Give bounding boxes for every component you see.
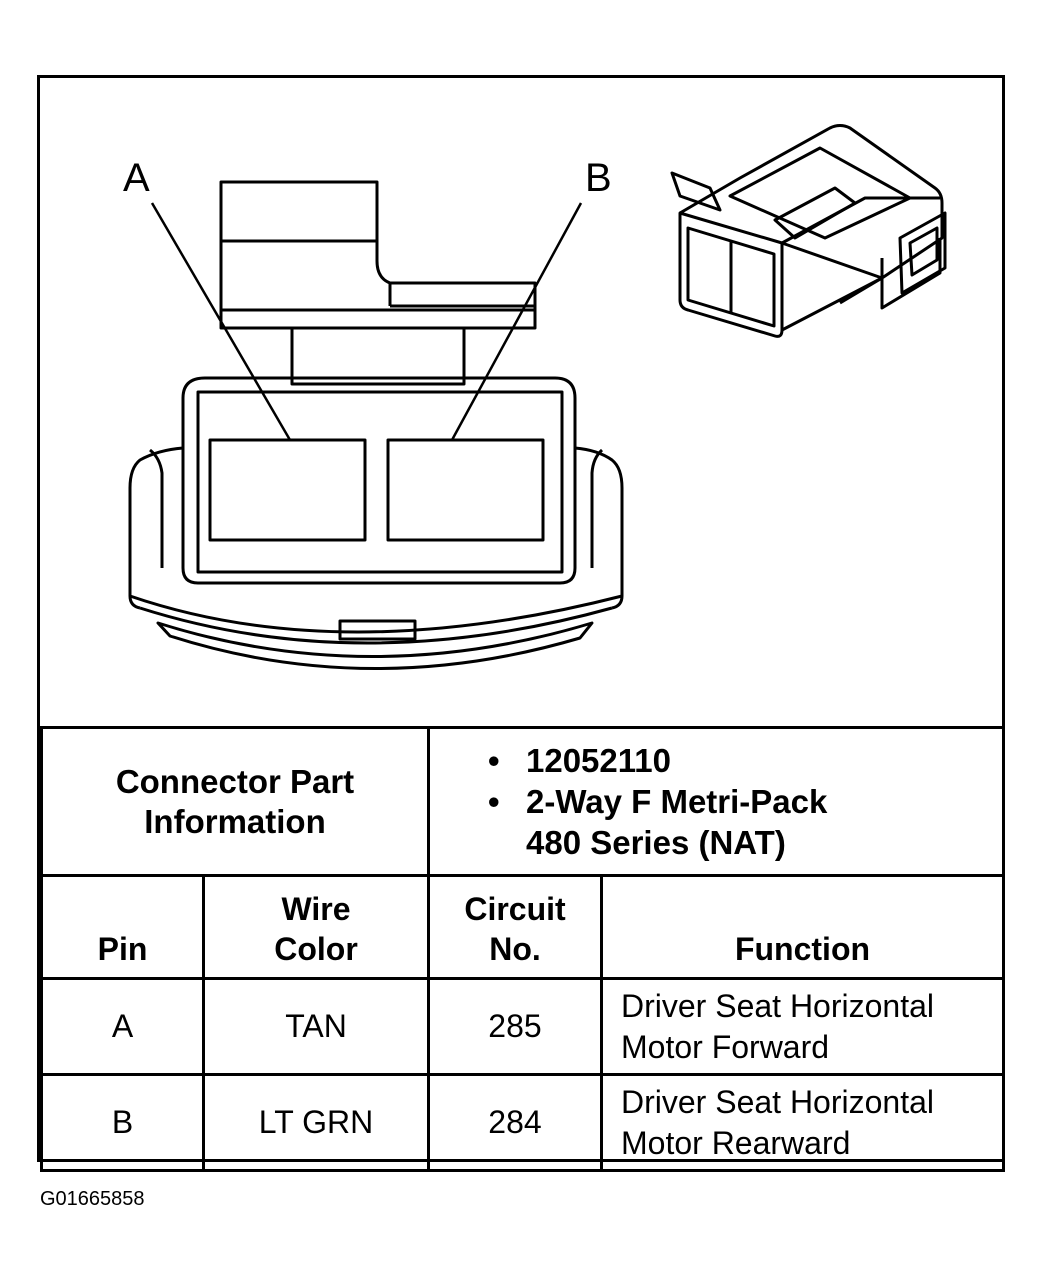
connector-drawing: A B: [40, 78, 1002, 726]
right-tab: [574, 446, 624, 610]
leader-line-b: [450, 202, 583, 441]
callout-a: A: [123, 156, 150, 200]
connector-body: [181, 376, 577, 585]
part-number: 12052110: [526, 742, 672, 779]
figure-id: G01665858: [40, 1188, 145, 1210]
connector-part-info-label: Connector Part Information: [40, 726, 430, 877]
connector-neck: [290, 326, 466, 386]
part-description-item: • 2-Way F Metri-Pack 480 Series (NAT): [488, 783, 828, 861]
connector-isometric-view: [670, 124, 947, 338]
iso-side-lock: [898, 211, 947, 295]
connector-face-view: [128, 124, 947, 670]
connector-diagram-frame: A B Connector Part Information • 1205211…: [37, 75, 1005, 1172]
part-description-line-1: 2-Way F Metri-Pack: [526, 783, 828, 820]
leader-line-a: [150, 202, 292, 441]
callout-b: B: [585, 156, 612, 200]
cavity-b: [386, 438, 545, 542]
latch-housing: [219, 180, 537, 330]
iso-latch-tab: [670, 171, 722, 212]
pin-cell: A: [40, 977, 205, 1076]
connector-info-table: Connector Part Information • 12052110 • …: [40, 726, 1005, 1172]
iso-top: [679, 124, 944, 280]
wire-color-cell: TAN: [202, 977, 430, 1076]
cavity-a: [208, 438, 367, 542]
base-curve: [129, 594, 623, 634]
circuit-cell: 285: [427, 977, 603, 1076]
connector-part-info-values: • 12052110 • 2-Way F Metri-Pack 480 Seri…: [427, 726, 1005, 877]
left-tab: [128, 446, 184, 610]
part-description-line-2: 480 Series (NAT): [526, 824, 786, 861]
circuit-cell: 284: [427, 1073, 603, 1172]
pin-cell: B: [40, 1073, 205, 1172]
wire-color-cell: LT GRN: [202, 1073, 430, 1172]
part-number-item: • 12052110: [488, 742, 672, 779]
column-header-pin: Pin: [40, 874, 205, 980]
iso-front-face: [678, 211, 784, 338]
column-header-function: Function: [600, 874, 1005, 980]
